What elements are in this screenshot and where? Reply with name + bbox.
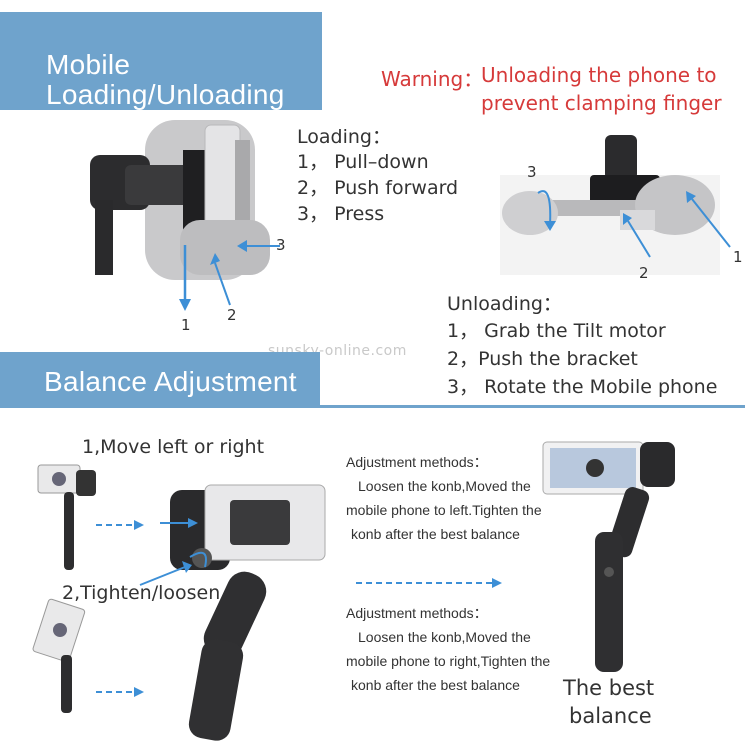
loading-callout-3: 3 — [276, 236, 286, 254]
dashed-arrow-middle — [356, 578, 502, 588]
loading-callout-1: 1 — [181, 316, 191, 334]
unloading-callout-1: 1 — [733, 248, 743, 266]
dashed-arrow-1 — [96, 520, 144, 530]
loading-step-1: 1， Pull–down — [297, 151, 429, 173]
unloading-step-2: 2，Push the bracket — [447, 348, 638, 370]
loading-callout-2: 2 — [227, 306, 237, 324]
dashed-arrow-2 — [96, 687, 144, 697]
gimbal-large — [170, 484, 326, 741]
gimbal-best-balance — [542, 441, 675, 672]
method1-heading: Adjustment methods： — [346, 454, 488, 470]
loading-banner: Mobile Loading/Unloading — [0, 12, 322, 110]
unloading-callout-3: 3 — [527, 163, 537, 181]
loading-heading: Loading： — [297, 126, 391, 148]
method2-line-2: mobile phone to right,Tighten the — [346, 653, 551, 669]
unloading-photo — [500, 135, 720, 275]
balance-step-2: 2,Tighten/loosen — [62, 582, 221, 604]
balance-step-1: 1,Move left or right — [82, 436, 265, 458]
loading-banner-title-line2: Loading/Unloading — [46, 79, 285, 110]
loading-photo — [90, 120, 270, 280]
warning-line1: Unloading the phone to — [481, 63, 717, 87]
loading-banner-title-line1: Mobile — [46, 49, 131, 80]
method1-line-3: konb after the best balance — [351, 526, 520, 542]
gimbal-small-top — [37, 464, 96, 570]
best-balance-line2: balance — [569, 704, 652, 728]
best-balance-line1: The best — [563, 676, 655, 700]
unloading-callout-arrows — [537, 190, 731, 258]
unloading-step-1: 1， Grab the Tilt motor — [447, 320, 666, 342]
method1-line-2: mobile phone to left.Tighten the — [346, 502, 542, 518]
loading-step-2: 2， Push forward — [297, 177, 459, 199]
balance-divider — [320, 405, 745, 408]
balance-arrows — [139, 518, 207, 586]
unloading-step-3: 3， Rotate the Mobile phone — [447, 376, 718, 398]
gimbal-small-bottom — [32, 598, 86, 713]
method2-heading: Adjustment methods： — [346, 605, 488, 621]
balance-banner: Balance Adjustment — [0, 352, 320, 408]
balance-banner-title: Balance Adjustment — [44, 366, 297, 397]
method2-line-1: Loosen the konb,Moved the — [358, 629, 531, 645]
method2-line-3: konb after the best balance — [351, 677, 520, 693]
loading-step-3: 3， Press — [297, 203, 385, 225]
unloading-heading: Unloading： — [447, 293, 562, 315]
loading-callout-arrows — [179, 240, 280, 311]
unloading-callout-2: 2 — [639, 264, 649, 282]
method1-line-1: Loosen the konb,Moved the — [358, 478, 531, 494]
warning-line2: prevent clamping finger — [481, 91, 722, 115]
warning-label: Warning： — [381, 67, 484, 91]
